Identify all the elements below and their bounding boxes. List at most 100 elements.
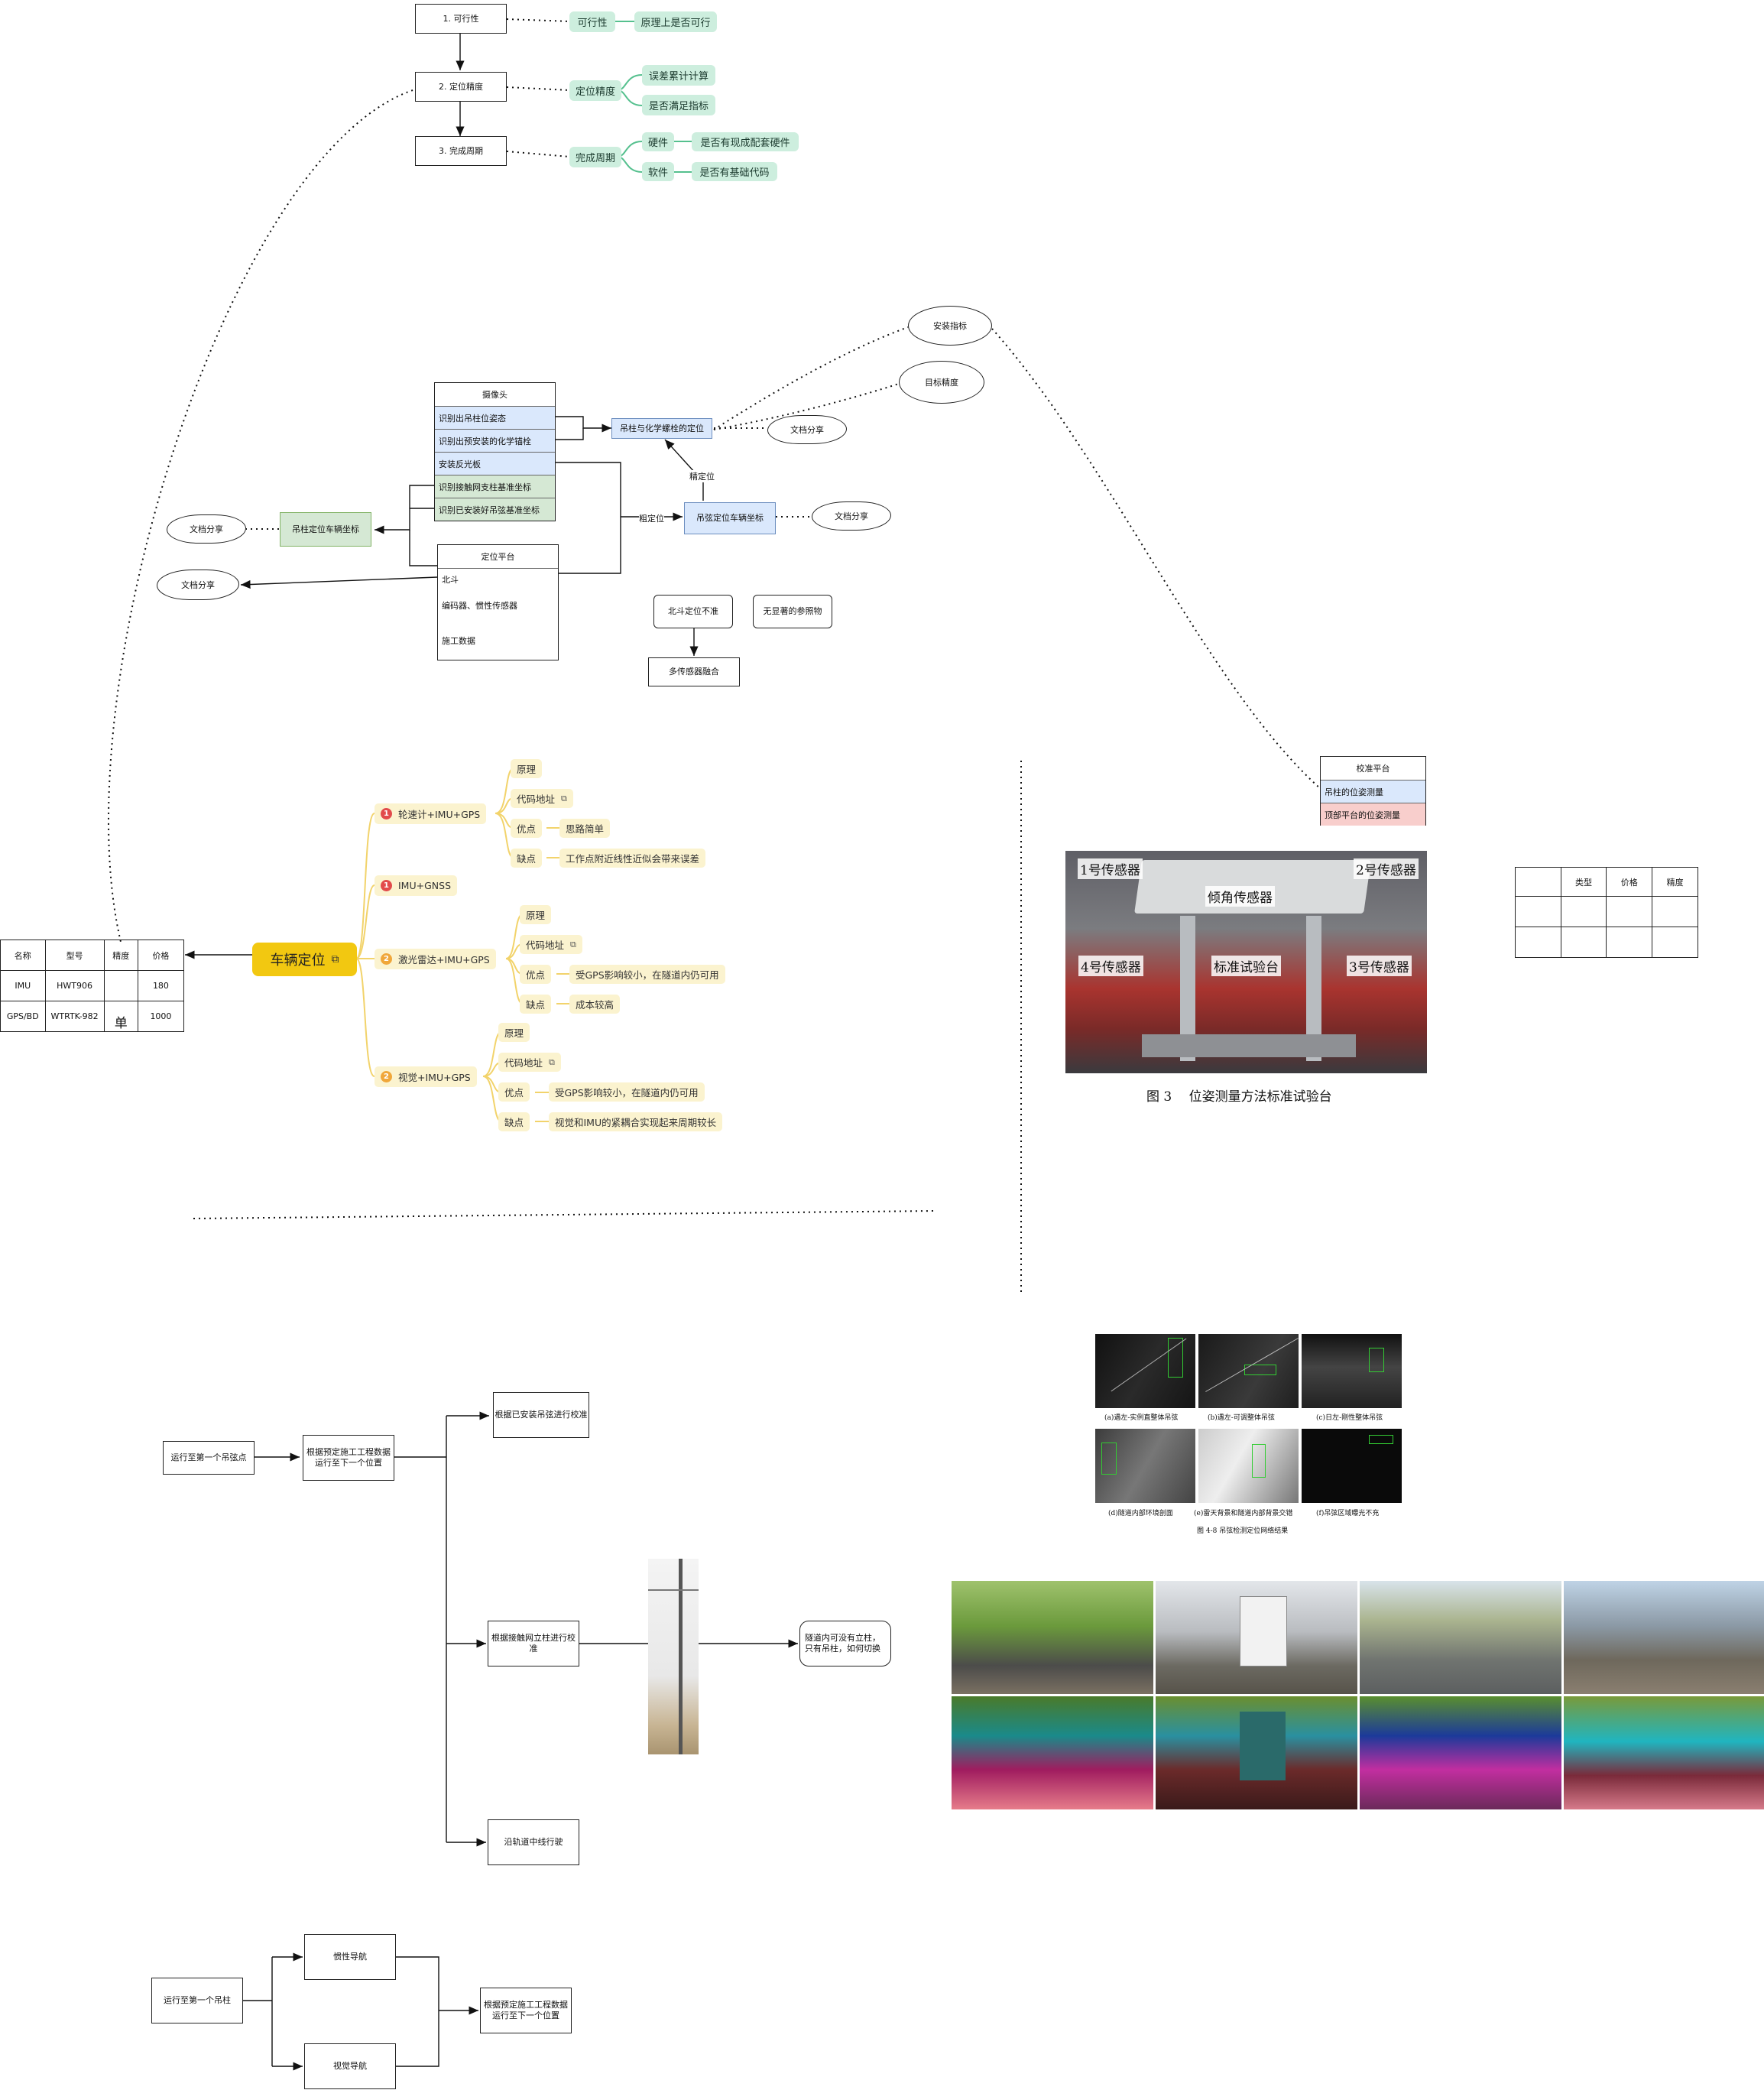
branch-imu-gnss[interactable]: 1 IMU+GNSS bbox=[375, 875, 458, 896]
leaf-pro-detail[interactable]: 受GPS影响较小，在隧道内仍可用 bbox=[569, 965, 725, 984]
rail-photo bbox=[1360, 1581, 1561, 1694]
camera-row[interactable]: 识别已安装好吊弦基准坐标 bbox=[435, 498, 555, 521]
camera-row[interactable]: 识别出预安装的化学锚栓 bbox=[435, 429, 555, 452]
step-accuracy[interactable]: 2. 定位精度 bbox=[415, 72, 507, 102]
leaf-con[interactable]: 缺点 bbox=[498, 1112, 530, 1131]
empty-table: 类型 价格 精度 bbox=[1515, 867, 1698, 958]
table-cell[interactable]: 180 bbox=[137, 970, 185, 1001]
calibration-row[interactable]: 吊柱的位姿测量 bbox=[1321, 780, 1425, 803]
external-link-icon[interactable]: ⧉ bbox=[549, 1056, 555, 1067]
hardware-tag[interactable]: 硬件 bbox=[642, 132, 674, 151]
leaf-principle[interactable]: 原理 bbox=[520, 905, 552, 924]
flow1-tunnel-note[interactable]: 隧道内可没有立柱，只有吊柱，如何切换 bbox=[799, 1621, 891, 1666]
vehicle-positioning-root[interactable]: 车辆定位 ⧉ bbox=[252, 943, 357, 976]
doc-share-cloud[interactable]: 文档分享 bbox=[167, 514, 246, 544]
leaf-principle[interactable]: 原理 bbox=[498, 1023, 530, 1042]
camera-row[interactable]: 安装反光板 bbox=[435, 452, 555, 475]
leaf-con[interactable]: 缺点 bbox=[520, 995, 552, 1014]
beidou-issue-node[interactable]: 北斗定位不准 bbox=[653, 595, 733, 628]
detection-subcaption: (e)雷天背景和隧道内部背景交错 bbox=[1194, 1510, 1293, 1517]
detection-subcaption: (f)吊弦区域曝光不充 bbox=[1316, 1510, 1380, 1517]
leaf-con-detail[interactable]: 成本较高 bbox=[569, 995, 621, 1014]
no-reference-node[interactable]: 无显著的参照物 bbox=[753, 595, 832, 628]
table-cell[interactable]: GPS/BD bbox=[0, 1001, 46, 1032]
external-link-icon[interactable]: ⧉ bbox=[331, 953, 339, 965]
leaf-pro[interactable]: 优点 bbox=[520, 965, 552, 984]
anchor-positioning-node[interactable]: 吊柱与化学螺栓的定位 bbox=[611, 418, 712, 439]
table-cell[interactable]: HWT906 bbox=[44, 970, 105, 1001]
table-cell[interactable]: IMU bbox=[0, 970, 46, 1001]
leaf-pro-detail[interactable]: 受GPS影响较小，在隧道内仍可用 bbox=[549, 1082, 705, 1102]
test-bench-photo: 1号传感器 2号传感器 倾角传感器 4号传感器 标准试验台 3号传感器 bbox=[1065, 851, 1427, 1073]
flow1-calib-column[interactable]: 根据接触网立柱进行校准 bbox=[488, 1621, 579, 1666]
step-feasibility[interactable]: 1. 可行性 bbox=[415, 4, 507, 34]
flow1-move[interactable]: 根据预定施工工程数据运行至下一个位置 bbox=[303, 1435, 394, 1481]
external-link-icon[interactable]: ⧉ bbox=[570, 939, 576, 949]
branch-label: IMU+GNSS bbox=[398, 880, 452, 891]
flow2-visual[interactable]: 视觉导航 bbox=[304, 2043, 396, 2089]
leaf-con-detail[interactable]: 工作点附近线性近似会带来误差 bbox=[559, 849, 706, 868]
software-leaf[interactable]: 是否有基础代码 bbox=[692, 162, 777, 181]
table-cell[interactable] bbox=[103, 970, 138, 1001]
camera-row[interactable]: 识别出吊柱位姿态 bbox=[435, 406, 555, 429]
install-index-node[interactable]: 安装指标 bbox=[908, 306, 992, 346]
table-cell[interactable]: WTRTK-982 bbox=[44, 1001, 105, 1032]
table-cell[interactable]: 1000 bbox=[137, 1001, 185, 1032]
calibration-panel[interactable]: 校准平台 吊柱的位姿测量 顶部平台的位姿测量 bbox=[1320, 756, 1426, 826]
branch-lidar[interactable]: 2 激光雷达+IMU+GPS bbox=[375, 949, 496, 969]
calibration-row[interactable]: 顶部平台的位姿测量 bbox=[1321, 803, 1425, 826]
doc-share-cloud[interactable]: 文档分享 bbox=[767, 415, 847, 444]
branch-label: 轮速计+IMU+GPS bbox=[398, 809, 481, 820]
table-cell[interactable] bbox=[1560, 896, 1607, 927]
flow1-calib-hanger[interactable]: 根据已安装吊弦进行校准 bbox=[493, 1392, 589, 1438]
accuracy-leaf-target[interactable]: 是否满足指标 bbox=[642, 95, 715, 115]
flow2-start[interactable]: 运行至第一个吊柱 bbox=[151, 1978, 243, 2023]
leaf-con-detail[interactable]: 视觉和IMU的紧耦合实现起来周期较长 bbox=[549, 1112, 723, 1131]
feasibility-tag[interactable]: 可行性 bbox=[569, 11, 615, 32]
doc-share-cloud[interactable]: 文档分享 bbox=[157, 570, 239, 600]
hardware-leaf[interactable]: 是否有现成配套硬件 bbox=[692, 132, 799, 151]
table-cell[interactable] bbox=[1652, 896, 1698, 927]
branch-visual[interactable]: 2 视觉+IMU+GPS bbox=[375, 1066, 477, 1087]
table-cell[interactable] bbox=[1606, 896, 1653, 927]
leaf-code[interactable]: 代码地址⧉ bbox=[511, 789, 573, 808]
accuracy-tag[interactable]: 定位精度 bbox=[569, 80, 621, 101]
step-cycle[interactable]: 3. 完成周期 bbox=[415, 136, 507, 166]
table-cell[interactable] bbox=[1606, 927, 1653, 958]
flow1-start[interactable]: 运行至第一个吊弦点 bbox=[163, 1441, 255, 1475]
table-cell[interactable] bbox=[1515, 927, 1561, 958]
text-cursor-glyph: 单 bbox=[114, 1016, 128, 1031]
target-accuracy-node[interactable]: 目标精度 bbox=[899, 361, 984, 404]
external-link-icon[interactable]: ⧉ bbox=[561, 793, 567, 803]
platform-panel[interactable]: 定位平台 北斗 编码器、惯性传感器 施工数据 bbox=[437, 544, 559, 660]
feasibility-leaf[interactable]: 原理上是否可行 bbox=[634, 11, 717, 32]
flow2-inertial[interactable]: 惯性导航 bbox=[304, 1934, 396, 1980]
fine-positioning-label: 精定位 bbox=[689, 470, 715, 482]
fusion-node[interactable]: 多传感器融合 bbox=[648, 657, 740, 686]
hanger-coord-node[interactable]: 吊弦定位车辆坐标 bbox=[684, 502, 776, 534]
leaf-code[interactable]: 代码地址⧉ bbox=[520, 935, 582, 954]
leaf-pro[interactable]: 优点 bbox=[511, 819, 543, 838]
leaf-pro-detail[interactable]: 思路简单 bbox=[559, 819, 611, 838]
leaf-principle[interactable]: 原理 bbox=[511, 759, 543, 778]
branch-odometry[interactable]: 1 轮速计+IMU+GPS bbox=[375, 803, 487, 824]
column-coord-node[interactable]: 吊柱定位车辆坐标 bbox=[280, 512, 371, 547]
table-row bbox=[1515, 927, 1698, 958]
table-cell[interactable]: 单 bbox=[103, 1001, 138, 1032]
table-cell[interactable] bbox=[1560, 927, 1607, 958]
table-cell[interactable] bbox=[1652, 927, 1698, 958]
table-cell[interactable] bbox=[1515, 896, 1561, 927]
cycle-tag[interactable]: 完成周期 bbox=[569, 147, 621, 167]
camera-panel[interactable]: 摄像头 识别出吊柱位姿态 识别出预安装的化学锚栓 安装反光板 识别接触网支柱基准… bbox=[434, 382, 556, 521]
camera-row[interactable]: 识别接触网支柱基准坐标 bbox=[435, 475, 555, 498]
leaf-pro[interactable]: 优点 bbox=[498, 1082, 530, 1102]
branch-label: 视觉+IMU+GPS bbox=[398, 1072, 471, 1083]
doc-share-cloud[interactable]: 文档分享 bbox=[812, 501, 891, 531]
leaf-con[interactable]: 缺点 bbox=[511, 849, 543, 868]
software-tag[interactable]: 软件 bbox=[642, 162, 674, 181]
flow2-move[interactable]: 根据预定施工工程数据运行至下一个位置 bbox=[480, 1988, 572, 2033]
flow1-along-track[interactable]: 沿轨道中线行驶 bbox=[488, 1819, 579, 1865]
branch-label: 激光雷达+IMU+GPS bbox=[398, 954, 490, 965]
accuracy-leaf-error[interactable]: 误差累计计算 bbox=[642, 65, 715, 86]
leaf-code[interactable]: 代码地址⧉ bbox=[498, 1053, 561, 1072]
